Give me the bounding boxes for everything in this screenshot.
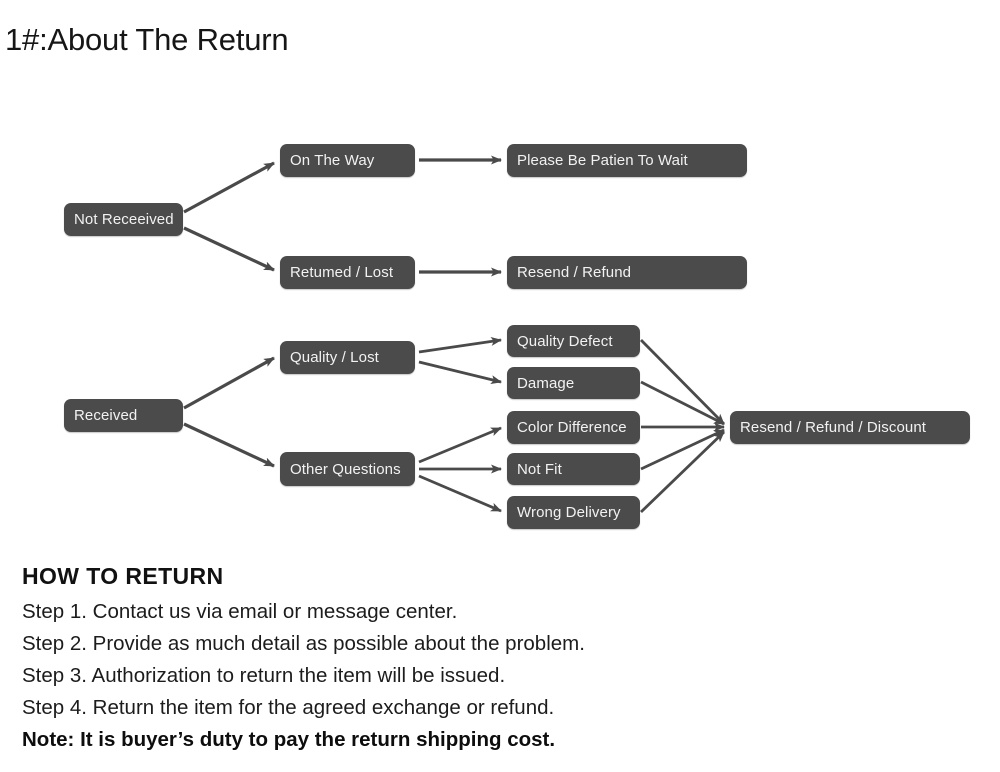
edge-quality-lost-to-damage bbox=[418, 360, 502, 385]
page-title: 1#:About The Return bbox=[5, 22, 289, 57]
node-not-received[interactable]: Not Receeived bbox=[64, 203, 183, 236]
node-damage[interactable]: Damage bbox=[507, 367, 640, 399]
how-to-return-step-3: Step 3. Authorization to return the item… bbox=[22, 664, 506, 687]
edge-not-received-to-returned-lost bbox=[183, 226, 275, 272]
node-on-the-way[interactable]: On The Way bbox=[280, 144, 415, 177]
node-please-be-patient-to-wait[interactable]: Please Be Patien To Wait bbox=[507, 144, 747, 177]
node-returned-lost[interactable]: Retumed / Lost bbox=[280, 256, 415, 289]
node-received[interactable]: Received bbox=[64, 399, 183, 432]
edge-other-questions-to-color-difference bbox=[418, 426, 502, 464]
node-not-fit[interactable]: Not Fit bbox=[507, 453, 640, 485]
how-to-return-section: HOW TO RETURN Step 1. Contact us via ema… bbox=[22, 562, 972, 756]
edge-received-to-other-questions bbox=[183, 422, 275, 468]
node-color-difference[interactable]: Color Difference bbox=[507, 411, 640, 444]
flowchart-edges bbox=[183, 155, 725, 514]
node-other-questions[interactable]: Other Questions bbox=[280, 452, 415, 486]
edge-received-to-quality-lost bbox=[183, 356, 275, 410]
node-quality-lost[interactable]: Quality / Lost bbox=[280, 341, 415, 374]
edge-other-questions-to-wrong-delivery bbox=[418, 474, 502, 513]
node-quality-defect[interactable]: Quality Defect bbox=[507, 325, 640, 357]
how-to-return-heading: HOW TO RETURN bbox=[22, 563, 224, 589]
node-resend-refund-discount[interactable]: Resend / Refund / Discount bbox=[730, 411, 970, 444]
how-to-return-step-4: Step 4. Return the item for the agreed e… bbox=[22, 696, 555, 719]
how-to-return-step-2: Step 2. Provide as much detail as possib… bbox=[22, 632, 585, 655]
how-to-return-note: Note: It is buyer’s duty to pay the retu… bbox=[22, 728, 556, 751]
edge-not-received-to-on-the-way bbox=[183, 161, 275, 214]
edge-quality-defect-to-outcome bbox=[640, 339, 725, 425]
edge-wrong-delivery-to-outcome bbox=[640, 430, 725, 514]
how-to-return-step-1: Step 1. Contact us via email or message … bbox=[22, 600, 458, 623]
edge-quality-lost-to-quality-defect bbox=[418, 336, 502, 354]
edge-not-fit-to-outcome bbox=[640, 428, 725, 471]
edge-damage-to-outcome bbox=[640, 380, 725, 426]
node-wrong-delivery[interactable]: Wrong Delivery bbox=[507, 496, 640, 529]
return-flowchart: Not Receeived On The Way Retumed / Lost … bbox=[64, 144, 970, 529]
node-resend-refund[interactable]: Resend / Refund bbox=[507, 256, 747, 289]
